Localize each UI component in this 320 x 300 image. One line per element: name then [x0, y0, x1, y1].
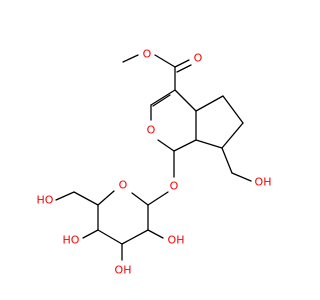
sugar-ring-oxygen-label: O [119, 179, 128, 192]
bond-c6prime-o6 [55, 191, 75, 201]
bond-c4prime-c3prime [97, 229, 123, 245]
bond-c4-c3 [150, 89, 176, 106]
bond-methyl-oester [122, 54, 139, 63]
bond-c7-c7a [195, 139, 223, 149]
bond-oglyco-c1prime [147, 191, 169, 206]
bond-c1-c7a [173, 139, 197, 152]
bond-c6-c7 [221, 122, 244, 149]
sugar-oh-right-label: OH [168, 234, 185, 247]
bond-oring-c1 [157, 139, 175, 152]
bond-c4prime-oh [82, 229, 99, 239]
bond-c5prime-c6prime [73, 191, 99, 206]
ester-ether-oxygen-label: O [143, 48, 152, 61]
hydroxymethyl-oh-label: OH [255, 176, 272, 189]
bond-c3prime-c2prime [121, 229, 149, 245]
bond-oester-ccarbonyl [154, 54, 176, 68]
sugar-oh-bottom-label: OH [115, 264, 132, 277]
bond-c2prime-oh [147, 229, 164, 239]
bond-c1prime-osugar [131, 192, 149, 206]
bond-c4a-c4 [174, 89, 197, 112]
glycosidic-oxygen-label: O [170, 180, 179, 193]
bond-c7-ch2 [221, 147, 233, 174]
sugar-oh-left-label: HO [63, 234, 80, 247]
structure-diagram: O O O O O OH HO HO OH OH [37, 48, 272, 277]
bond-c5-c6 [222, 95, 244, 124]
bond-osugar-c5prime [97, 190, 115, 206]
molecule-canvas: O O O O O OH HO HO OH OH [36, 47, 272, 277]
bond-c4-c3-double [152, 94, 171, 107]
bond-c4a-c5 [195, 95, 224, 112]
bond-ch2-oh [231, 172, 252, 182]
sugar-c6-oh-label: HO [37, 194, 54, 207]
ring-oxygen-label: O [147, 124, 156, 137]
bond-ccarbonyl-ocarbonyl [174, 59, 190, 68]
ester-carbonyl-oxygen-label: O [194, 52, 203, 65]
bond-ccarbonyl-ocarbonyl-double [176, 64, 192, 73]
